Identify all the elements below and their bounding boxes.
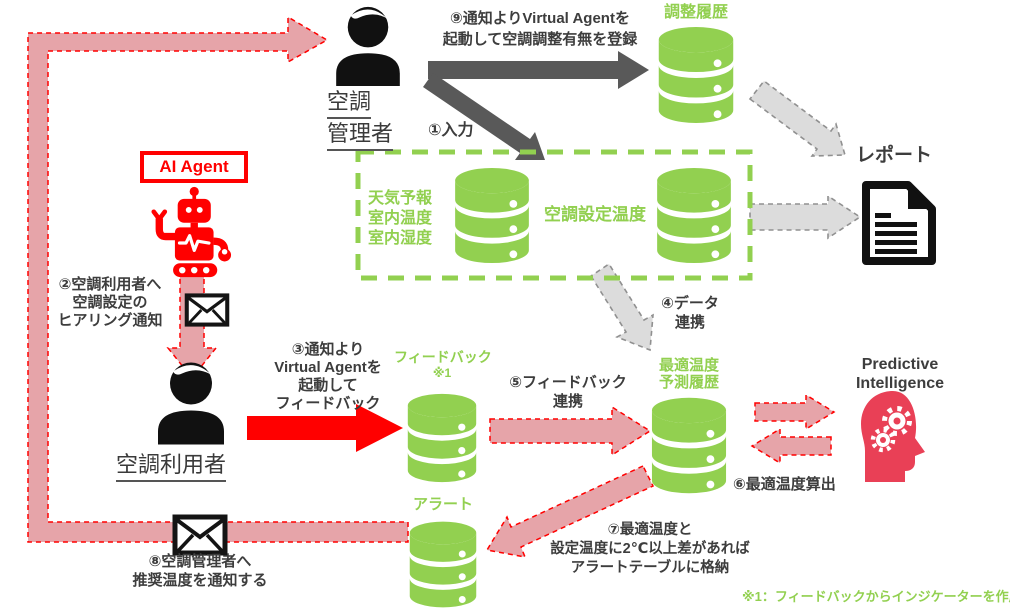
report-document-icon <box>862 181 936 265</box>
database-set-temp-icon <box>657 167 731 264</box>
user-label: 空調利用者 <box>116 450 227 482</box>
step8-label: ⑧空調管理者へ 推奨温度を通知する <box>132 553 268 589</box>
step4-label: ④データ 連携 <box>661 295 719 331</box>
envelope-icon <box>175 517 225 553</box>
step5-label: ⑤フィードバック 連携 <box>509 374 627 410</box>
step6-label: ⑥最適温度算出 <box>733 476 836 493</box>
predictive-intelligence-label: Predictive Intelligence <box>855 356 945 392</box>
feedback-label: フィードバック ※1 <box>394 349 492 380</box>
sensor-data-group-box <box>355 149 753 281</box>
adjustment-history-label: 調整履歴 <box>663 4 728 21</box>
robot-icon <box>151 186 232 278</box>
footnote: ※1：フィードバックからインジケーターを作成 <box>742 589 1010 604</box>
database-feedback-icon <box>407 393 477 483</box>
loop-arrow-alert-to-manager <box>27 15 409 543</box>
step9-label: ⑨通知よりVirtual Agentを 起動して空調調整有無を登録 <box>442 10 638 48</box>
database-optimal-temp-icon <box>651 397 727 494</box>
step7-label: ⑦最適温度と 設定温度に2℃以上差があれば アラートテーブルに格納 <box>550 522 750 576</box>
user-person-icon <box>158 362 224 445</box>
database-adjustment-history-icon <box>658 26 734 124</box>
ai-agent-badge: AI Agent <box>140 151 248 183</box>
optimal-temp-label: 最適温度 予測履歴 <box>658 357 719 391</box>
report-label: レポート <box>856 145 933 166</box>
arrow-step1-input <box>423 73 545 160</box>
arrow-databox-to-report <box>749 194 862 240</box>
arrow-step5-feedback-link <box>489 405 652 457</box>
step3-label: ③通知より Virtual Agentを 起動して フィードバック <box>274 341 382 412</box>
envelope-icon <box>187 295 227 324</box>
feedback-note: ※1 <box>432 366 452 380</box>
step1-label: ①入力 <box>428 122 474 139</box>
step2-label: ②空調利用者へ 空調設定の ヒアリング通知 <box>57 276 163 329</box>
manager-label: 空調 管理者 <box>327 87 394 151</box>
arrow-to-predictive <box>754 393 836 431</box>
manager-person-icon <box>336 6 400 86</box>
arrow-from-predictive <box>750 427 832 465</box>
arrow-step9-register <box>428 51 649 89</box>
database-weather-icon <box>455 167 529 264</box>
alert-label: アラート <box>412 496 473 513</box>
arrow-step3-feedback <box>247 404 403 452</box>
arrow-step7-to-alert <box>485 465 655 558</box>
weather-data-label: 天気予報 室内温度 室内湿度 <box>368 190 433 247</box>
arrow-adjustment-to-report <box>748 79 847 157</box>
head-gears-icon <box>861 391 925 482</box>
database-alert-icon <box>409 521 477 608</box>
set-temp-label: 空調設定温度 <box>544 205 646 224</box>
arrow-step4-data-link <box>589 262 654 352</box>
